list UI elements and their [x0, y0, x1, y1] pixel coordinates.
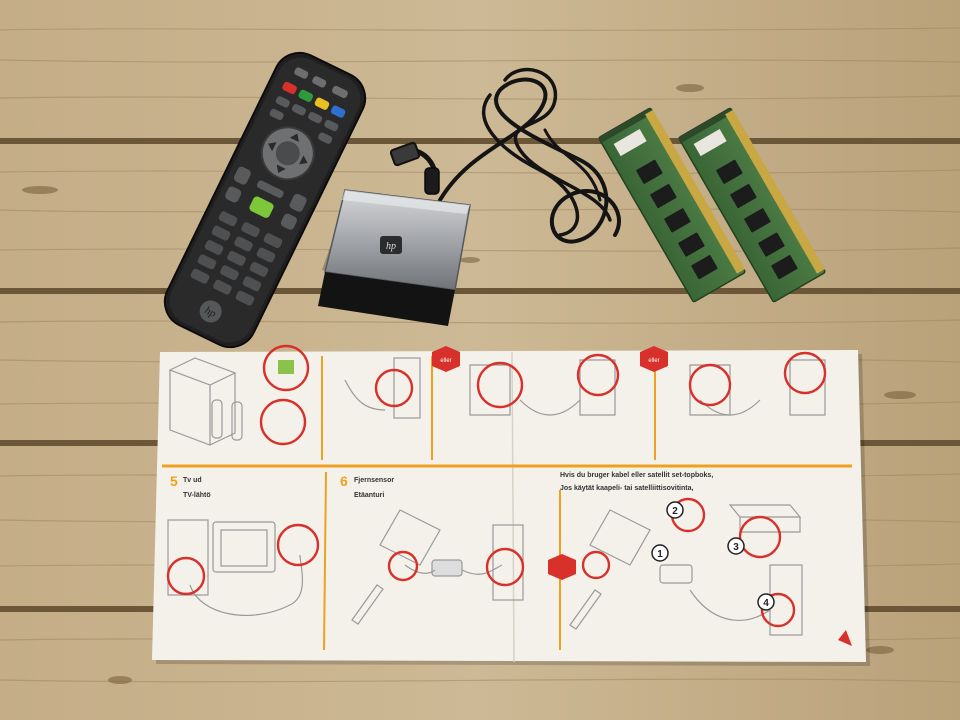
ram-module-right	[678, 107, 826, 303]
yellow-key	[314, 97, 330, 110]
dpad	[260, 126, 315, 181]
remote-control: hp	[163, 51, 367, 349]
ir-receiver: hp	[318, 189, 471, 326]
plank-gap	[0, 138, 960, 144]
setup-guide-sheet: eller eller 5 Tv ud TV-lähtö 6 Fjernsens…	[152, 344, 870, 666]
step-number-5: 5	[170, 473, 178, 489]
step-number-6: 6	[340, 473, 348, 489]
hp-logo-icon	[199, 300, 222, 323]
svg-text:eller: eller	[440, 358, 451, 364]
remote-brand: hp	[203, 305, 219, 321]
color-keys	[282, 81, 346, 118]
right-heading-fi: Jos käytät kaapeli- tai satelliittisovit…	[560, 485, 693, 492]
section-title: Tv ud	[183, 477, 202, 484]
step-marker-3: 3	[733, 542, 739, 553]
step-marker-4: 4	[763, 598, 769, 609]
green-key	[298, 89, 314, 102]
ferrite-bead	[424, 167, 440, 195]
number-pad	[190, 211, 283, 306]
red-key	[282, 81, 297, 95]
receiver-brand: hp	[386, 241, 396, 252]
plank-gap	[0, 288, 960, 294]
ram-module-left	[598, 107, 746, 303]
section-title-fi: TV-lähtö	[183, 492, 211, 499]
usb-plug	[389, 141, 421, 167]
svg-text:eller: eller	[648, 358, 659, 364]
step-marker-1: 1	[657, 549, 663, 560]
step-marker-2: 2	[672, 506, 678, 517]
hp-logo-icon	[380, 236, 402, 254]
blue-key	[330, 105, 346, 118]
or-badge: eller eller	[432, 346, 668, 372]
right-heading-da: Hvis du bruger kabel eller satellit set-…	[560, 472, 713, 479]
section-title: Fjernsensor	[354, 477, 394, 484]
start-key	[249, 196, 274, 218]
usb-cable	[389, 68, 621, 244]
section-title-fi: Etäanturi	[354, 492, 384, 499]
hp-corner-mark	[838, 630, 852, 646]
step-markers: 1 2 3 4	[651, 501, 775, 611]
